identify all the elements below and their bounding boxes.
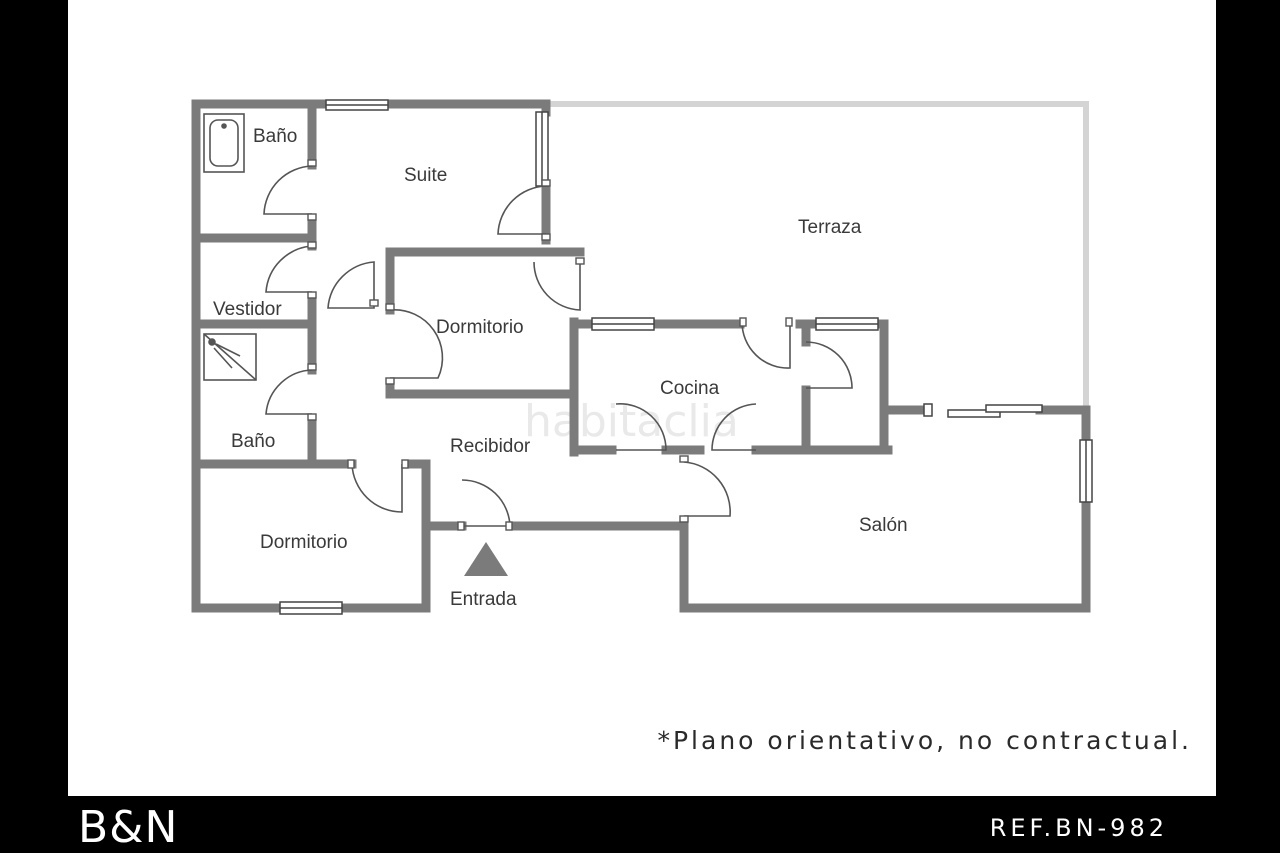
windows bbox=[279, 99, 1093, 615]
reference-number: REF.BN-982 bbox=[989, 814, 1168, 842]
room-label-dormitorio-bottom: Dormitorio bbox=[260, 532, 348, 553]
doors bbox=[263, 165, 853, 527]
room-label-dormitorio-mid: Dormitorio bbox=[436, 317, 524, 338]
floor-plan: habitaclia bbox=[191, 99, 1093, 615]
disclaimer-text: *Plano orientativo, no contractual. bbox=[657, 726, 1192, 755]
walls bbox=[191, 99, 1091, 613]
bathtub-icon bbox=[203, 113, 245, 173]
door-leaves bbox=[307, 159, 793, 531]
room-label-recibidor: Recibidor bbox=[450, 436, 531, 457]
room-label-bano-bottom: Baño bbox=[231, 431, 275, 452]
entrance-arrow-icon bbox=[464, 542, 508, 576]
room-label-salon: Salón bbox=[859, 515, 908, 536]
room-label-vestidor: Vestidor bbox=[213, 299, 282, 320]
watermark: habitaclia bbox=[524, 396, 739, 447]
room-label-terraza: Terraza bbox=[798, 217, 862, 238]
room-label-suite: Suite bbox=[404, 165, 447, 186]
room-label-entrada: Entrada bbox=[450, 589, 517, 610]
brand-logo: B&N bbox=[78, 802, 179, 853]
room-label-cocina: Cocina bbox=[660, 378, 720, 399]
plan-sheet: habitaclia bbox=[68, 0, 1216, 796]
room-label-bano-top: Baño bbox=[253, 126, 297, 147]
terrace-outline bbox=[546, 101, 1089, 408]
shower-icon bbox=[203, 333, 257, 381]
